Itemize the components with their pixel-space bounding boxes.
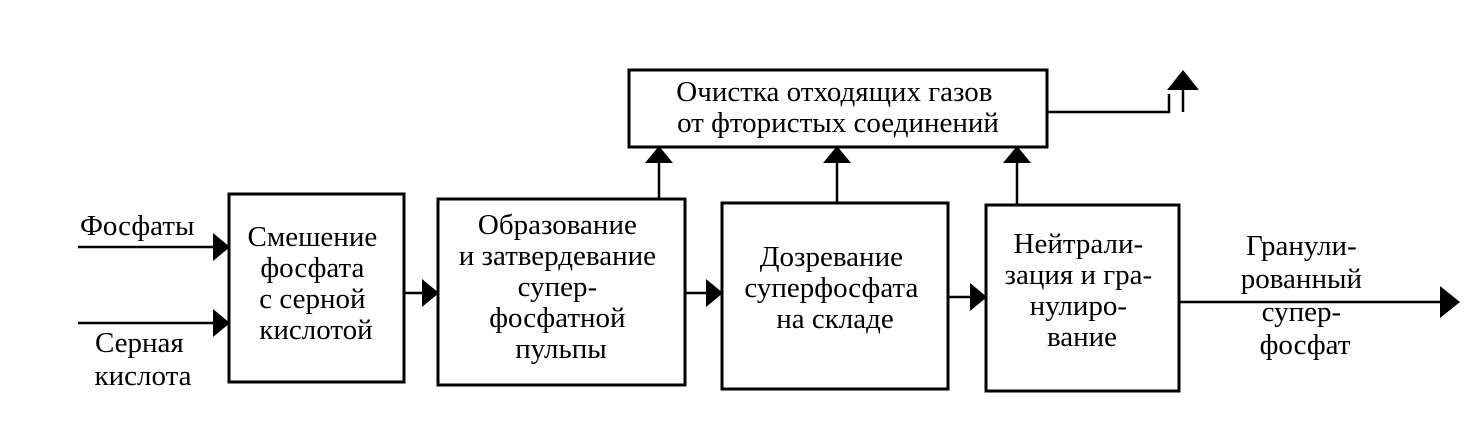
formation-label: Образование и затвердевание супер- фосфа… [459,209,664,365]
sulfuric-acid-arrow [213,309,230,337]
neutralization-to-gas-arrow [1003,146,1031,163]
exhaust-outlet-line [1047,94,1171,114]
phosphates-arrow [213,233,230,261]
formation-to-gas-arrow [645,146,673,163]
neutralization-label: Нейтрали- зация и гра- нулиро- вание [1005,228,1160,353]
mixing-box [227,192,406,384]
maturation-label: Дозревание суперфосфата на складе [744,241,925,335]
output-arrow [1440,286,1460,318]
neutralization-box [984,203,1181,393]
maturation-box [720,201,950,391]
formation-to-maturation-arrow [706,279,723,307]
gas-cleaning-label: Очистка отходящих газов от фтористых сое… [676,76,999,139]
exhaust-outlet-arrow [1167,70,1199,90]
mixing-to-formation-arrow [422,279,439,307]
maturation-to-neutralization-arrow [970,283,987,311]
sulfuric-acid-label: Серная кислота [95,327,192,392]
output-product-label: Гранули- рованный супер- фосфат [1241,230,1369,361]
gas-cleaning-box [627,68,1049,149]
maturation-to-gas-arrow [823,146,851,163]
mixing-label: Смешение фосфата с серной кислотой [248,221,385,346]
formation-box [436,197,687,387]
phosphates-label: Фосфаты [80,210,194,242]
